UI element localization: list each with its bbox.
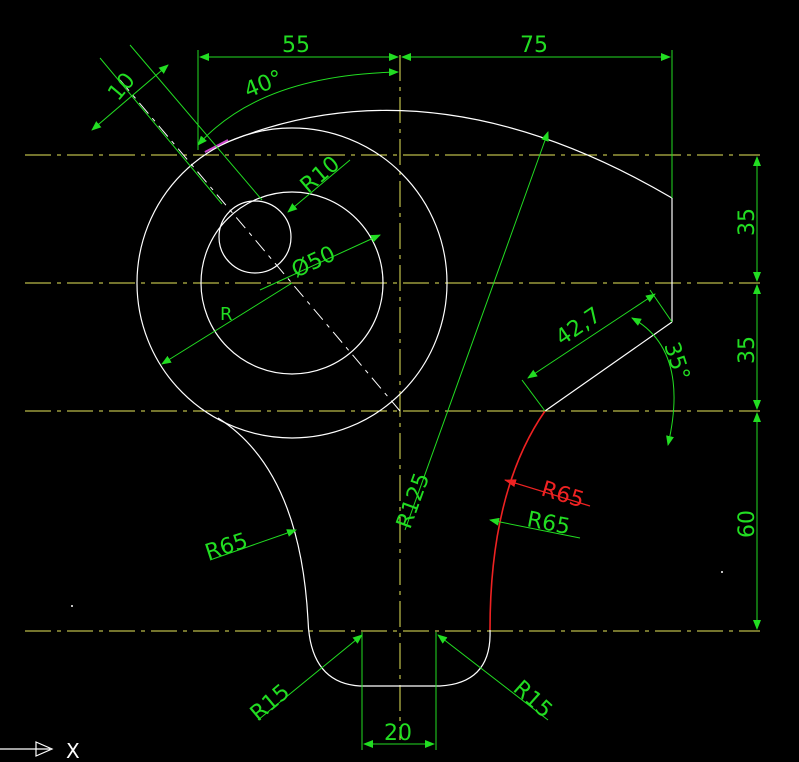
leader-r10 [287,159,351,213]
dim-text-35-top: 35 [735,208,760,236]
dim-arc-40 [197,68,399,146]
ext-line [521,379,546,412]
dim-text-35-mid: 35 [735,336,760,364]
stray-point [721,571,723,573]
dim-arc-35 [631,317,675,446]
stray-point [71,605,73,607]
dim-text-60: 60 [735,510,760,538]
dimensions [91,44,761,750]
diameter-circle [200,191,384,375]
left-arc [217,417,309,621]
leader-r15-left [257,634,363,721]
ucs-arrow-icon [35,741,54,757]
fillet-right [439,629,491,687]
dim-line-10 [91,64,169,131]
dim-line-diam [259,234,381,291]
dim-text-55: 55 [282,33,310,58]
leader-r65-left [209,529,297,561]
right-arc-highlight [489,410,546,631]
leader-r-outer [161,282,293,365]
leader-r125 [404,131,549,531]
leader-r65-red [504,479,591,507]
ucs-x-label: X [66,739,80,762]
dim-text-r: R [220,304,233,325]
dim-line-42-7 [527,293,656,379]
slot-centerline [119,79,401,412]
leader-r15-right [437,634,549,721]
leader-r65-right [489,517,581,539]
ucs-icon: X [0,739,80,762]
dim-text-75: 75 [520,33,548,58]
dim-text-20: 20 [384,721,412,746]
small-circle [218,200,292,274]
